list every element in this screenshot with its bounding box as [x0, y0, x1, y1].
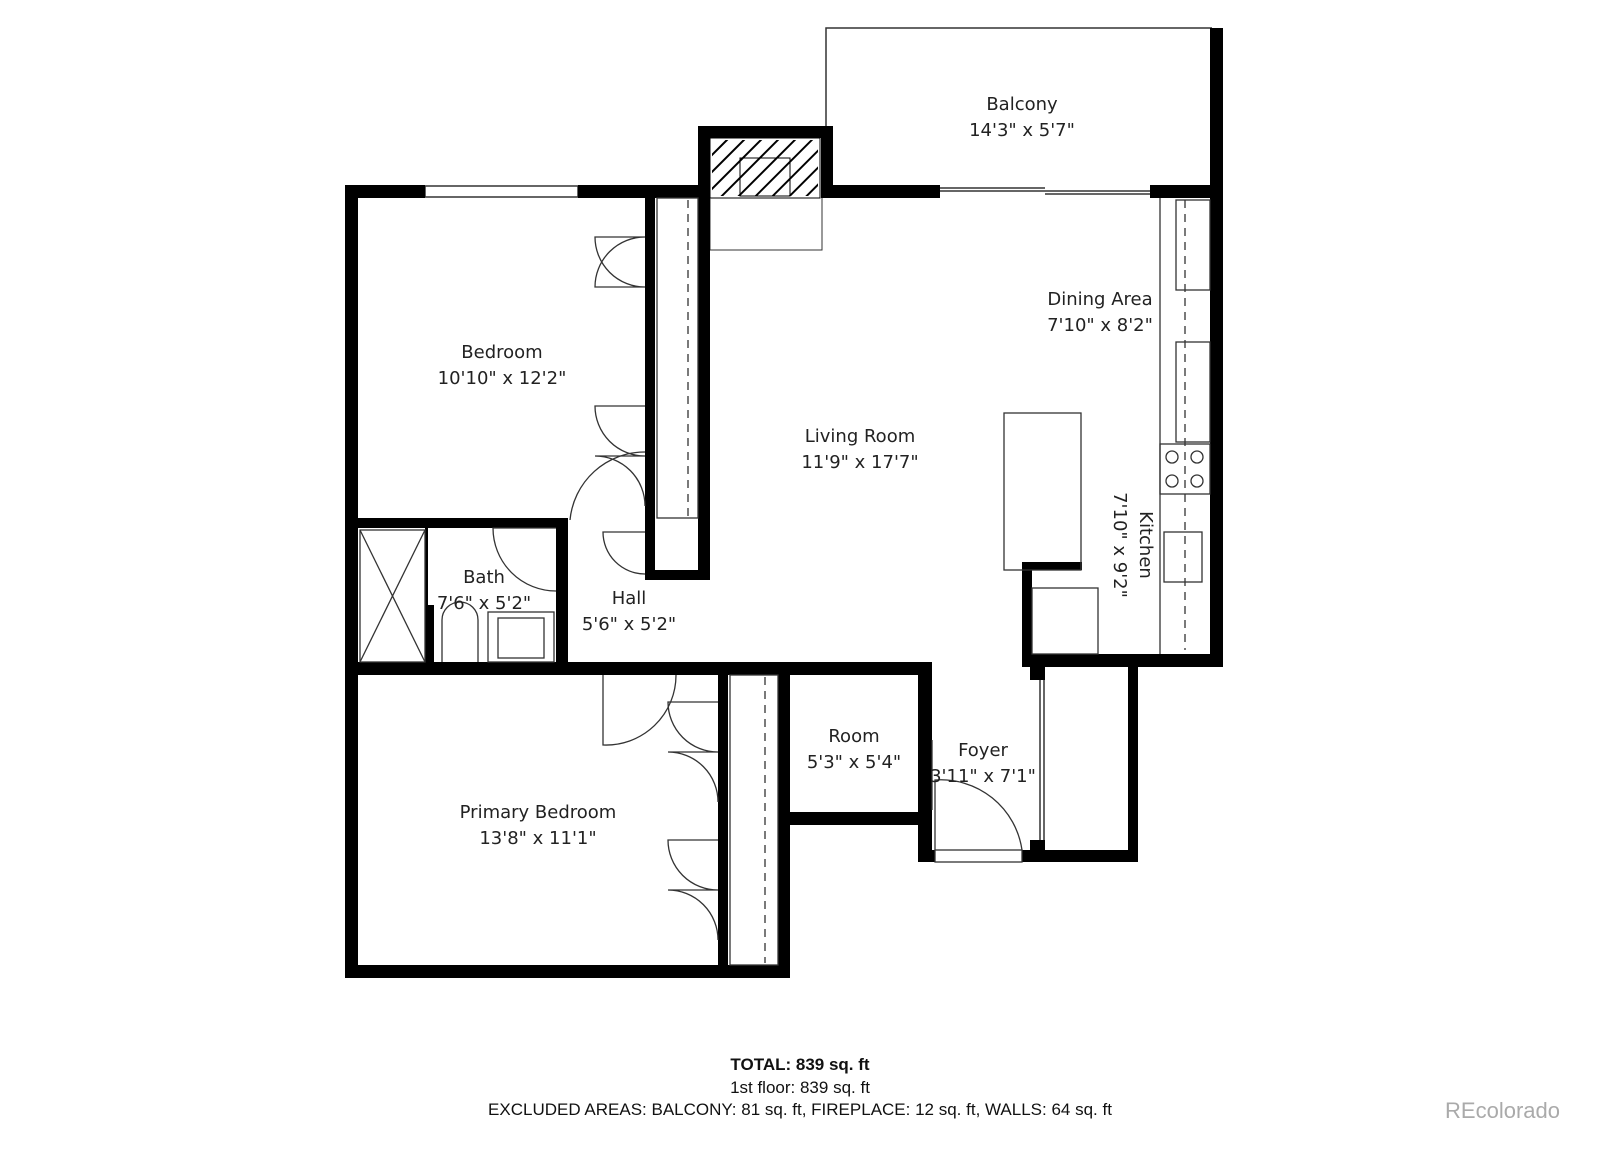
room-dims-bedroom: 10'10" x 12'2" [438, 368, 567, 389]
room-name-bedroom: Bedroom [461, 342, 542, 363]
excluded-areas: EXCLUDED AREAS: BALCONY: 81 sq. ft, FIRE… [488, 1100, 1112, 1119]
fixtures [359, 197, 1211, 966]
room-labels: Balcony 14'3" x 5'7" Dining Area 7'10" x… [437, 94, 1156, 849]
room-name-living: Living Room [805, 426, 916, 447]
room-dims-foyer: 3'11" x 7'1" [930, 766, 1036, 787]
room-name-room: Room [828, 726, 879, 747]
room-name-hall: Hall [612, 588, 647, 609]
room-name-primary: Primary Bedroom [460, 802, 617, 823]
room-dims-balcony: 14'3" x 5'7" [969, 120, 1075, 141]
room-name-dining: Dining Area [1047, 289, 1152, 310]
room-name-bath: Bath [463, 567, 505, 588]
floor-area: 1st floor: 839 sq. ft [730, 1078, 870, 1097]
room-dims-primary: 13'8" x 11'1" [479, 828, 596, 849]
walls [345, 28, 1223, 978]
room-name-foyer: Foyer [958, 740, 1008, 761]
room-dims-bath: 7'6" x 5'2" [437, 593, 531, 614]
room-name-kitchen: Kitchen [1135, 511, 1156, 579]
total-area: TOTAL: 839 sq. ft [730, 1055, 870, 1074]
room-dims-dining: 7'10" x 8'2" [1047, 315, 1153, 336]
room-dims-room: 5'3" x 5'4" [807, 752, 901, 773]
fireplace [709, 137, 823, 251]
room-dims-kitchen: 7'10" x 9'2" [1109, 492, 1130, 598]
room-dims-living: 11'9" x 17'7" [801, 452, 918, 473]
room-name-balcony: Balcony [986, 94, 1058, 115]
room-dims-hall: 5'6" x 5'2" [582, 614, 676, 635]
brand-watermark: REcolorado [1445, 1098, 1560, 1123]
